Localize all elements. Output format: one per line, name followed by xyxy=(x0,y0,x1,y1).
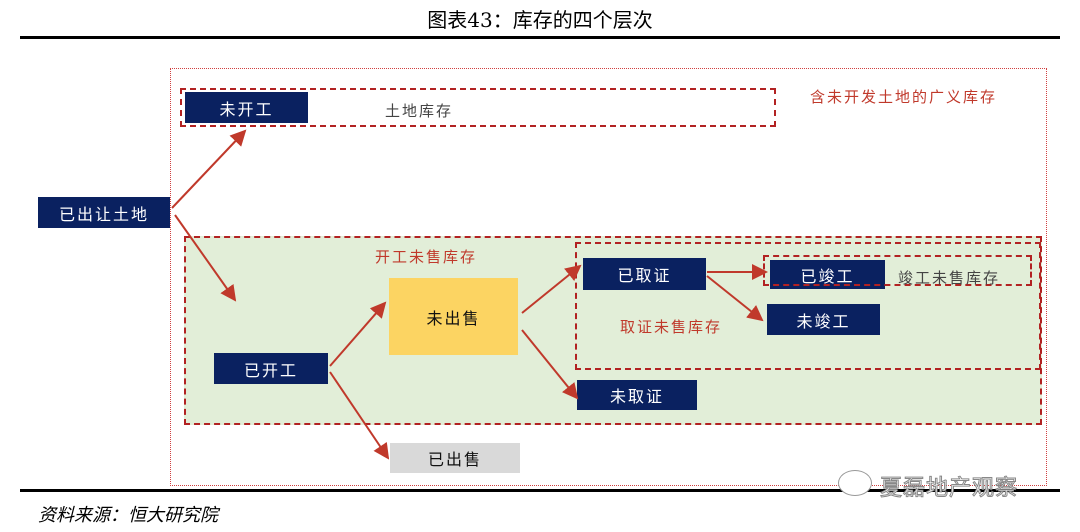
land-inventory-box xyxy=(180,88,776,127)
top-rule xyxy=(20,36,1060,39)
node-uncompleted: 未竣工 xyxy=(767,304,880,335)
node-uncertified: 未取证 xyxy=(577,380,697,410)
wechat-icon xyxy=(838,470,872,496)
arrow-started-to-sold xyxy=(329,371,390,460)
bottom-rule xyxy=(20,489,1060,492)
node-unsold: 未出售 xyxy=(389,278,518,355)
arrow-started-to-unsold xyxy=(329,301,387,367)
source-note: 资料来源：恒大研究院 xyxy=(38,505,218,526)
land-inventory-label: 土地库存 xyxy=(385,102,454,120)
watermark: 夏磊地产观察 xyxy=(879,476,1019,502)
node-certified: 已取证 xyxy=(583,258,706,290)
broad-inventory-label: 含未开发土地的广义库存 xyxy=(810,88,998,106)
arrow-certified-to-uncompleted xyxy=(706,275,764,322)
node-not-started: 未开工 xyxy=(185,92,308,123)
arrow-unsold-to-certified xyxy=(521,264,582,314)
node-transferred-land: 已出让土地 xyxy=(38,197,170,228)
node-started: 已开工 xyxy=(214,353,328,384)
arrow-land-to-started xyxy=(174,214,237,302)
broad-inventory-box xyxy=(170,68,1047,486)
arrow-land-to-not-started xyxy=(171,129,247,209)
completed-unsold-label: 竣工未售库存 xyxy=(898,269,1001,287)
started-unsold-label: 开工未售库存 xyxy=(375,248,478,266)
arrow-unsold-to-uncertified xyxy=(521,329,579,400)
node-sold: 已出售 xyxy=(390,443,520,473)
certified-unsold-box xyxy=(575,242,1041,370)
certified-unsold-label: 取证未售库存 xyxy=(620,318,723,336)
chart-title: 图表43：库存的四个层次 xyxy=(427,8,653,32)
